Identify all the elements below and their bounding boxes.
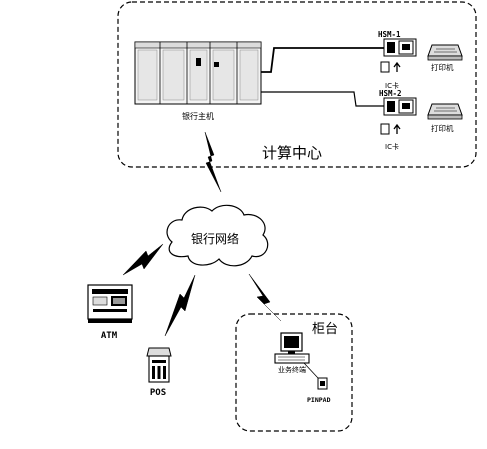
computing-center-title: 计算中心 <box>262 144 322 162</box>
atm-icon <box>87 284 133 323</box>
ic-card-label-2: IC卡 <box>385 142 399 151</box>
computing-center-boundary <box>117 1 477 168</box>
ic-card-label-1: IC卡 <box>385 81 399 90</box>
ic-card-reader-2-icon <box>380 123 401 135</box>
host-hsm1-link <box>261 47 384 73</box>
workstation-label: 业务终端 <box>278 365 306 374</box>
workstation-icon <box>274 332 310 364</box>
printer-label-2: 打印机 <box>431 123 454 133</box>
lightning-link-network-pos <box>164 274 196 337</box>
counter-boundary <box>235 313 353 432</box>
bank-host-icon <box>134 41 262 105</box>
atm-label: ATM <box>101 331 118 341</box>
bank-network-cloud-icon <box>166 204 269 267</box>
bank-network-label: 银行网络 <box>191 231 239 246</box>
printer-2-icon <box>427 103 463 120</box>
hsm1-icon <box>383 38 417 57</box>
printer-1-icon <box>427 44 463 61</box>
lightning-link-network-counter <box>248 273 282 322</box>
hsm2-icon <box>383 97 417 116</box>
pos-terminal-icon <box>146 347 172 383</box>
host-hsm2-link <box>261 91 384 107</box>
pos-label: POS <box>150 388 166 398</box>
hsm1-label: HSM-1 <box>378 30 401 39</box>
workstation-pinpad-cable <box>303 362 319 379</box>
pinpad-icon <box>317 377 328 390</box>
ic-card-reader-1-icon <box>380 61 401 73</box>
counter-title: 柜台 <box>312 322 338 337</box>
pinpad-label: PINPAD <box>307 396 331 404</box>
hsm2-label: HSM-2 <box>379 89 402 98</box>
lightning-link-host-network <box>204 131 222 193</box>
printer-label-1: 打印机 <box>431 62 454 72</box>
lightning-link-network-atm <box>122 243 164 276</box>
bank-host-label: 银行主机 <box>182 111 214 121</box>
